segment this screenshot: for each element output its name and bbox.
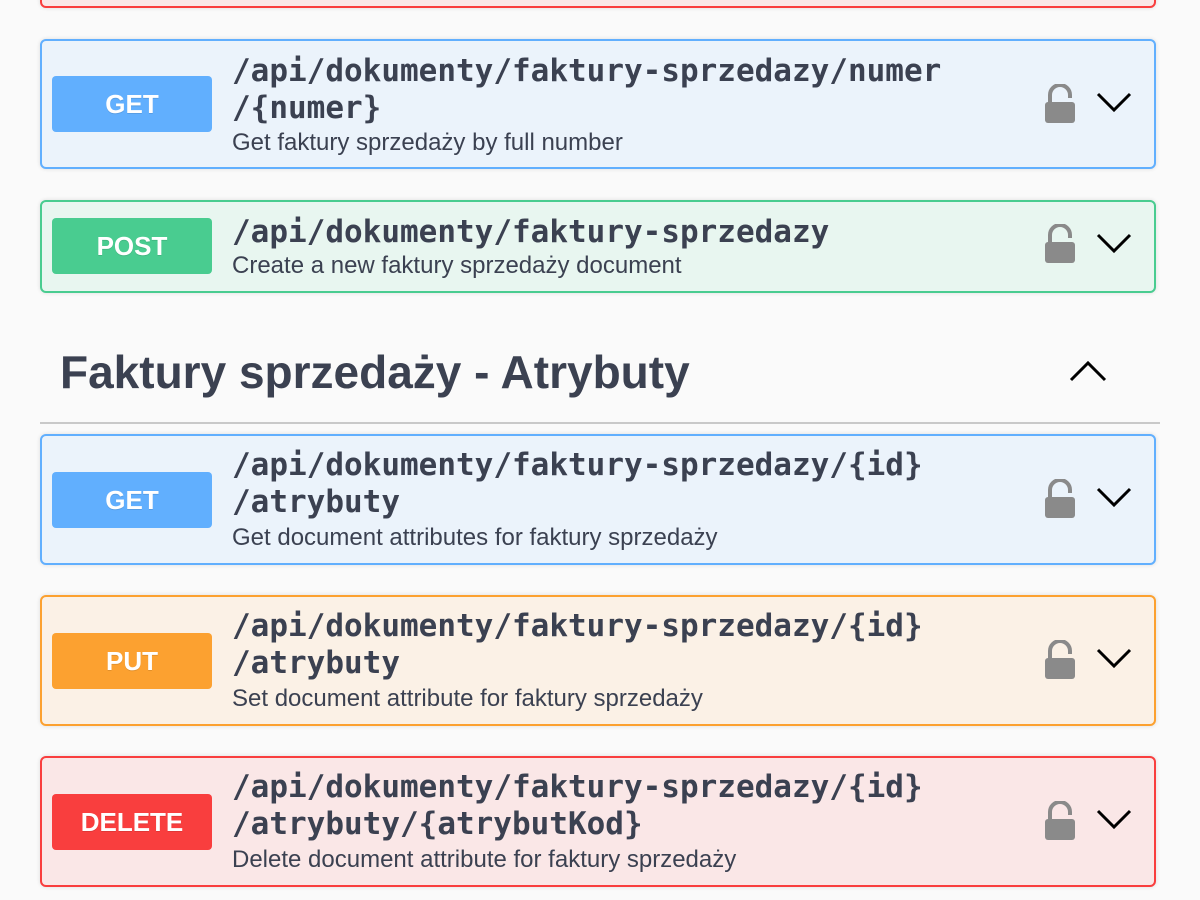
unlocked-padlock-icon[interactable]	[1044, 224, 1076, 264]
unlocked-padlock-icon[interactable]	[1044, 84, 1076, 124]
section-divider	[40, 422, 1160, 424]
operation-delete-attribute[interactable]: DELETE /api/dokumenty/faktury-sprzedazy/…	[40, 756, 1156, 887]
unlocked-padlock-icon[interactable]	[1044, 640, 1076, 680]
operation-description: Get faktury sprzedaży by full number	[232, 129, 623, 157]
chevron-down-icon[interactable]	[1096, 485, 1132, 509]
method-badge: POST	[52, 218, 212, 274]
operation-path: /api/dokumenty/faktury-sprzedazy/{id}/at…	[232, 608, 952, 682]
unlocked-padlock-icon[interactable]	[1044, 479, 1076, 519]
operation-get-attributes[interactable]: GET /api/dokumenty/faktury-sprzedazy/{id…	[40, 434, 1156, 565]
chevron-down-icon[interactable]	[1096, 231, 1132, 255]
operation-description: Get document attributes for faktury sprz…	[232, 524, 718, 552]
operation-put-attribute[interactable]: PUT /api/dokumenty/faktury-sprzedazy/{id…	[40, 595, 1156, 726]
method-badge: GET	[52, 76, 212, 132]
method-badge: GET	[52, 472, 212, 528]
operation-path: /api/dokumenty/faktury-sprzedazy/numer/{…	[232, 53, 1012, 127]
chevron-down-icon[interactable]	[1096, 646, 1132, 670]
section-title[interactable]: Faktury sprzedaży - Atrybuty	[60, 343, 690, 401]
operation-description: Delete document attribute for faktury sp…	[232, 846, 736, 874]
operation-post-create[interactable]: POST /api/dokumenty/faktury-sprzedazy Cr…	[40, 200, 1156, 293]
operation-description: Set document attribute for faktury sprze…	[232, 685, 703, 713]
operation-path: /api/dokumenty/faktury-sprzedazy	[232, 214, 1012, 251]
operation-path: /api/dokumenty/faktury-sprzedazy/{id}/at…	[232, 769, 952, 843]
method-badge: DELETE	[52, 794, 212, 850]
unlocked-padlock-icon[interactable]	[1044, 801, 1076, 841]
operation-path: /api/dokumenty/faktury-sprzedazy/{id}/at…	[232, 447, 952, 521]
chevron-down-icon[interactable]	[1096, 90, 1132, 114]
operation-get-by-number[interactable]: GET /api/dokumenty/faktury-sprzedazy/num…	[40, 39, 1156, 169]
chevron-down-icon[interactable]	[1096, 807, 1132, 831]
operation-description: Create a new faktury sprzedaży document	[232, 252, 682, 280]
chevron-up-icon[interactable]	[1068, 358, 1108, 384]
method-badge: PUT	[52, 633, 212, 689]
operation-block-cut-off[interactable]	[40, 0, 1156, 8]
